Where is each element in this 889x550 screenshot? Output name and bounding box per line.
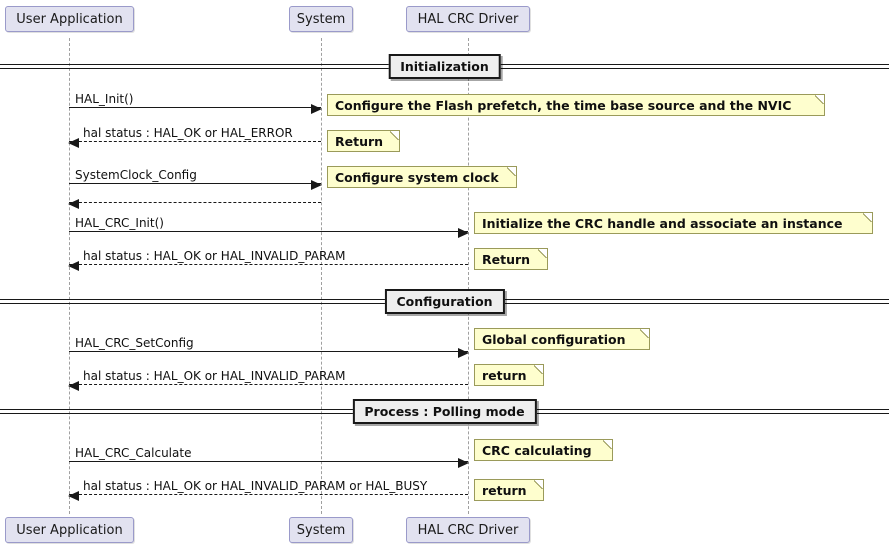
message-line — [69, 141, 321, 142]
message-label: hal status : HAL_OK or HAL_INVALID_PARAM — [83, 369, 346, 383]
arrowhead-left-icon — [68, 490, 79, 501]
note-text: Return — [335, 133, 384, 149]
note-crc-calculating: CRC calculating — [474, 439, 613, 461]
participant-system-top[interactable]: System — [289, 6, 353, 32]
note-text: Initialize the CRC handle and associate … — [482, 215, 843, 231]
note-text: return — [482, 367, 527, 383]
message-hal-crc-setconfig: HAL_CRC_SetConfig — [69, 330, 469, 358]
message-hal-crc-calculate-return: hal status : HAL_OK or HAL_INVALID_PARAM… — [68, 473, 468, 501]
note-text: Configure the Flash prefetch, the time b… — [335, 97, 792, 113]
arrowhead-right-icon — [311, 179, 322, 190]
note-fold-corner-icon — [534, 364, 544, 374]
message-label: HAL_CRC_Init() — [75, 216, 164, 230]
divider-label-process-polling-mode: Process : Polling mode — [352, 399, 537, 424]
note-configure-flash-prefetch: Configure the Flash prefetch, the time b… — [327, 94, 825, 116]
message-label: SystemClock_Config — [75, 168, 197, 182]
message-hal-crc-init: HAL_CRC_Init() — [69, 210, 469, 238]
note-text: CRC calculating — [482, 442, 592, 458]
message-hal-crc-init-return: hal status : HAL_OK or HAL_INVALID_PARAM — [68, 243, 468, 271]
message-line — [69, 494, 468, 495]
note-configure-system-clock: Configure system clock — [327, 166, 517, 188]
arrowhead-right-icon — [311, 103, 322, 114]
note-fold-corner-icon — [815, 94, 825, 104]
participant-hal-crc-driver-top[interactable]: HAL CRC Driver — [406, 6, 530, 32]
message-hal-init: HAL_Init() — [69, 86, 322, 114]
message-label: hal status : HAL_OK or HAL_INVALID_PARAM… — [83, 479, 428, 493]
lifeline-user-application — [69, 38, 70, 514]
divider-label-initialization: Initialization — [388, 54, 501, 79]
message-line — [69, 461, 468, 462]
note-initialize-crc-handle: Initialize the CRC handle and associate … — [474, 212, 873, 234]
message-systemclock-config: SystemClock_Config — [69, 162, 322, 190]
divider-initialization: Initialization — [0, 53, 889, 81]
note-return-hal-crc-init: Return — [474, 248, 548, 270]
participant-hal-crc-driver-bottom[interactable]: HAL CRC Driver — [406, 517, 530, 543]
note-fold-corner-icon — [863, 212, 873, 222]
message-hal-crc-calculate: HAL_CRC_Calculate — [69, 440, 469, 468]
message-label: hal status : HAL_OK or HAL_ERROR — [83, 126, 293, 140]
divider-process-polling-mode: Process : Polling mode — [0, 398, 889, 426]
message-line — [69, 202, 321, 203]
divider-label-configuration: Configuration — [384, 289, 505, 314]
arrowhead-right-icon — [458, 457, 469, 468]
participant-system-bottom[interactable]: System — [289, 517, 353, 543]
message-line — [69, 384, 468, 385]
note-return-calculate: return — [474, 479, 544, 501]
divider-configuration: Configuration — [0, 288, 889, 316]
arrowhead-left-icon — [68, 137, 79, 148]
note-fold-corner-icon — [538, 248, 548, 258]
note-return-hal-init: Return — [327, 130, 400, 152]
message-label: HAL_Init() — [75, 92, 134, 106]
arrowhead-left-icon — [68, 198, 79, 209]
note-fold-corner-icon — [507, 166, 517, 176]
message-hal-init-return: hal status : HAL_OK or HAL_ERROR — [68, 120, 321, 148]
message-line — [69, 107, 321, 108]
note-fold-corner-icon — [534, 479, 544, 489]
message-line — [69, 231, 468, 232]
arrowhead-right-icon — [458, 347, 469, 358]
participant-user-application-top[interactable]: User Application — [5, 6, 134, 32]
arrowhead-left-icon — [68, 380, 79, 391]
arrowhead-right-icon — [458, 227, 469, 238]
message-label: HAL_CRC_Calculate — [75, 446, 192, 460]
message-hal-crc-setconfig-return: hal status : HAL_OK or HAL_INVALID_PARAM — [68, 363, 468, 391]
lifeline-system — [321, 38, 322, 514]
message-line — [69, 264, 468, 265]
message-line — [69, 351, 468, 352]
note-fold-corner-icon — [390, 130, 400, 140]
participant-user-application-bottom[interactable]: User Application — [5, 517, 134, 543]
note-text: return — [482, 482, 527, 498]
message-systemclock-config-return — [68, 181, 321, 209]
note-text: Global configuration — [482, 331, 626, 347]
message-label: HAL_CRC_SetConfig — [75, 336, 194, 350]
arrowhead-left-icon — [68, 260, 79, 271]
note-fold-corner-icon — [640, 328, 650, 338]
note-global-configuration: Global configuration — [474, 328, 650, 350]
note-fold-corner-icon — [603, 439, 613, 449]
message-line — [69, 183, 321, 184]
note-return-setconfig: return — [474, 364, 544, 386]
note-text: Return — [482, 251, 531, 267]
message-label: hal status : HAL_OK or HAL_INVALID_PARAM — [83, 249, 346, 263]
note-text: Configure system clock — [335, 169, 499, 185]
lifeline-hal-crc-driver — [468, 38, 469, 514]
